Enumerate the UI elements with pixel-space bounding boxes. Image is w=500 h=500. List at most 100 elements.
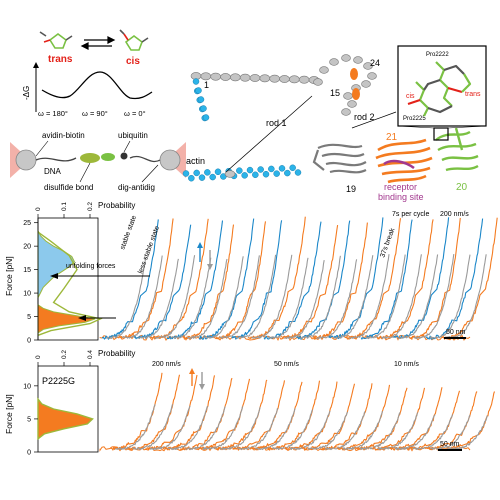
equilibrium-arrows-icon: [80, 36, 116, 50]
top-ann-less-stable: less stable state: [137, 225, 161, 275]
left-bead: [15, 149, 37, 171]
unfolding-arrow-2-head-icon: [78, 315, 86, 321]
mutant-label: P2225G: [42, 376, 75, 386]
bottom-stretch-arrows-icon: [189, 368, 205, 390]
receptor-binding-structure: [383, 159, 415, 170]
top-trace-relax: [300, 255, 341, 339]
actin-subunit: [262, 170, 270, 178]
top-trace-relax: [267, 257, 309, 340]
rod2-domain: [363, 62, 373, 70]
rod2-domain: [329, 58, 339, 66]
top-trace-relax: [219, 255, 260, 339]
top-trace-relax: [332, 255, 374, 339]
bottom-trace-relax: [202, 406, 244, 450]
top-trace-orange: [182, 224, 235, 340]
rod1-domain: [200, 72, 212, 81]
inset-pro2225-label: Pro2225: [403, 116, 426, 122]
top-trace-blue: [360, 219, 413, 340]
top-trace-relax: [365, 254, 406, 340]
top-trace-blue: [393, 217, 450, 339]
bottom-trace-relax: [254, 408, 296, 451]
bottom-trace-relax: [377, 412, 419, 451]
dig-pointer: [141, 164, 159, 183]
actin-subunit: [200, 105, 207, 112]
inset-trans-label: trans: [465, 91, 481, 98]
top-prob-label: Probability: [98, 201, 135, 210]
bottom-trace-relax: [429, 414, 471, 451]
rod2-domain: [341, 108, 351, 116]
top-trace-relax: [202, 256, 244, 339]
top-trace-orange: [409, 217, 461, 340]
receptor-binding-label-1: receptor: [384, 182, 417, 192]
zoom-box: [433, 127, 449, 141]
actin-subunit: [202, 114, 210, 121]
top-trace-relax: [121, 255, 163, 339]
bottom-histogram-orange: [37, 397, 94, 441]
bottom-trace-relax: [219, 407, 261, 451]
bottom-trace-relax: [412, 414, 454, 451]
energy-curve: [41, 71, 153, 100]
actin-subunit: [204, 169, 211, 176]
top-ann-speed: 200 nm/s: [440, 211, 469, 218]
actin-subunit: [197, 96, 205, 103]
highlight-domain-icon: [350, 68, 358, 80]
rod2-domain: [347, 100, 357, 108]
top-trace-orange: [150, 218, 209, 340]
rod1-domain: [269, 74, 280, 83]
bottom-traces: [99, 372, 496, 452]
actin-subunit: [284, 169, 291, 177]
top-trace-blue: [425, 218, 484, 340]
bottom-trace-relax: [324, 411, 366, 451]
bottom-trace-relax: [394, 414, 436, 451]
actin-subunit: [289, 164, 296, 172]
actin-filament-1: [192, 78, 210, 122]
disulfide-label: disulfide bond: [44, 183, 93, 192]
actin-subunit: [278, 165, 286, 172]
domain-19-label: 19: [346, 184, 356, 194]
bottom-speed-1: 200 nm/s: [152, 361, 181, 368]
top-stretch-arrows-icon: [197, 242, 213, 270]
bottom-force-axis-label: Force [pN]: [4, 394, 14, 434]
unfolding-arrow-1-head-icon: [50, 273, 58, 279]
actin-subunit: [209, 173, 216, 181]
dna-label: DNA: [44, 167, 62, 176]
rod1-domain: [289, 75, 300, 84]
ubiquitin-icon: [120, 152, 128, 160]
top-ann-unfolding: unfolding forces: [66, 263, 116, 270]
actin-subunit: [252, 171, 259, 179]
bottom-force-tick-label: 5: [27, 416, 31, 423]
inset-stick-model: [407, 61, 472, 117]
top-trace-relax: [105, 257, 147, 340]
actin-label: actin: [186, 156, 205, 166]
rod1-domain: [279, 75, 290, 83]
top-trace-relax: [235, 254, 277, 339]
rod2-domain: [313, 78, 323, 86]
domain-21-structure: [375, 138, 433, 184]
top-trace-blue: [263, 221, 322, 340]
top-trace-relax: [154, 255, 196, 340]
actin-subunit: [268, 165, 275, 173]
bottom-scalebar-label: 50 nm: [440, 441, 460, 448]
cis-molecule-icon: [119, 29, 149, 51]
bottom-trace-relax: [149, 405, 191, 451]
actin-subunit: [236, 167, 243, 174]
trans-molecule-icon: [39, 31, 73, 49]
omega-label-2: ω = 90°: [82, 109, 108, 118]
domain-19-structure: [312, 143, 367, 174]
bottom-force-tick-label: 0: [27, 450, 31, 457]
cis-label: cis: [126, 56, 140, 67]
inset-cis-label: cis: [406, 93, 415, 100]
disulfide-pointer: [79, 162, 91, 183]
rod1-domain: [230, 73, 241, 82]
top-trace-blue: [101, 219, 159, 340]
top-trace-relax: [413, 254, 455, 340]
bottom-trace-relax: [167, 405, 209, 451]
actin-subunit: [214, 168, 222, 176]
bottom-trace-relax: [184, 406, 226, 451]
rod2-domain: [343, 92, 353, 100]
right-bead: [159, 149, 181, 171]
bottom-prob-tick-label: 0.4: [87, 350, 94, 359]
talin-structure: 1 15 24 rod 1 rod 2 actin 19 21 receptor: [182, 45, 487, 202]
